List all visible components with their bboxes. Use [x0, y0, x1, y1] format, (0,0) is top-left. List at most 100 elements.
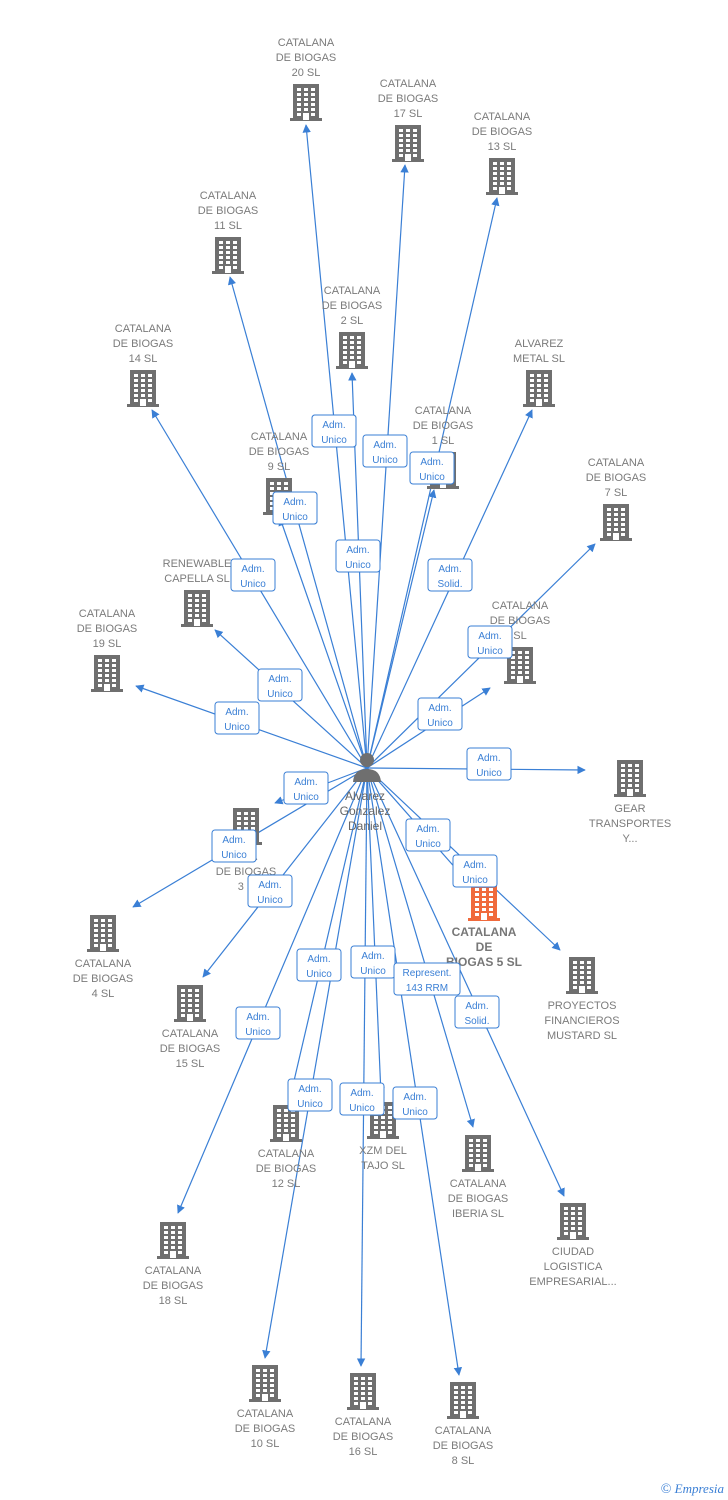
edge-ciudad: [366, 767, 565, 1197]
company-name-line: CATALANA: [452, 925, 517, 939]
edge-label-text: Unico: [282, 512, 308, 523]
person-name-line: Daniel: [348, 819, 382, 833]
edge-label-text: Unico: [477, 646, 503, 657]
company-name-line: METAL SL: [513, 353, 565, 365]
company-name-line: BIOGAS 5 SL: [446, 955, 522, 969]
edge-label-text: Adm.: [416, 824, 439, 835]
edge-label-text: Adm.: [420, 457, 443, 468]
company-name-line: 17 SL: [394, 108, 423, 120]
company-name-line: TAJO SL: [361, 1160, 405, 1172]
edge-label-text: Unico: [224, 722, 250, 733]
edge-label-text: Adm.: [246, 1012, 269, 1023]
company-name-line: CATALANA: [492, 600, 549, 612]
edge-label-proyectos: Adm.Unico: [405, 818, 451, 852]
edge-cb16: [356, 767, 368, 1367]
edge-label-text: Adm.: [428, 703, 451, 714]
company-name-line: LOGISTICA: [544, 1261, 603, 1273]
company-name-line: CATALANA: [278, 37, 335, 49]
company-name-line: DE BIOGAS: [73, 973, 134, 985]
company-name-line: IBERIA SL: [452, 1208, 504, 1220]
edge-label-text: Solid.: [437, 579, 462, 590]
company-name-line: 9 SL: [268, 461, 291, 473]
edge-label-text: Adm.: [478, 631, 501, 642]
building-icon: [249, 1365, 281, 1402]
edge-label-cb12: Adm.Unico: [287, 1078, 333, 1112]
building-icon: [290, 84, 322, 121]
company-name-line: Y...: [622, 833, 637, 845]
edge-label-text: Unico: [240, 579, 266, 590]
copyright-icon: ©: [660, 1482, 672, 1497]
edge-label-text: Unico: [462, 875, 488, 886]
company-name-line: DE: [476, 940, 493, 954]
company-name-line: CATALANA: [75, 958, 132, 970]
building-icon: [504, 647, 536, 684]
edge-label-text: Adm.: [403, 1092, 426, 1103]
brand-name: Empresia: [674, 1481, 724, 1496]
company-name-line: 7 SL: [605, 487, 628, 499]
edges-layer: [132, 124, 596, 1376]
company-node-gear[interactable]: GEARTRANSPORTESY...: [589, 760, 671, 845]
edge-label-cb15: Adm.Unico: [247, 874, 293, 908]
edge-label-text: Adm.: [373, 440, 396, 451]
edge-label-cb1: Adm.Unico: [409, 451, 455, 485]
company-name-line: CATALANA: [415, 405, 472, 417]
company-name-line: TRANSPORTES: [589, 818, 671, 830]
edge-label-cb14: Adm.Unico: [230, 558, 276, 592]
company-name-line: DE BIOGAS: [276, 52, 337, 64]
footer-brand[interactable]: © Empresia: [661, 1481, 724, 1498]
building-icon: [557, 1203, 589, 1240]
company-name-line: 2 SL: [341, 315, 364, 327]
company-name-line: CATALANA: [335, 1416, 392, 1428]
edge-label-text: Unico: [267, 689, 293, 700]
edge-label-text: Adm.: [225, 707, 248, 718]
edge-label-cb9: Adm.Unico: [272, 491, 318, 525]
company-name-line: DE BIOGAS: [472, 126, 533, 138]
edge-iberia: [366, 767, 475, 1128]
edge-label-text: Unico: [427, 718, 453, 729]
edge-cb18: [177, 767, 368, 1214]
edge-label-text: Adm.: [322, 420, 345, 431]
company-name-line: DE BIOGAS: [198, 205, 259, 217]
building-icon: [614, 760, 646, 797]
edge-label-text: Unico: [372, 455, 398, 466]
company-name-line: RENEWABLE: [163, 558, 232, 570]
company-node-ciudad[interactable]: CIUDADLOGISTICAEMPRESARIAL...: [529, 1203, 617, 1288]
company-name-line: 18 SL: [159, 1295, 188, 1307]
company-name-line: CATALANA: [251, 431, 308, 443]
edge-label-text: Adm.: [307, 954, 330, 965]
company-name-line: CATALANA: [145, 1265, 202, 1277]
company-name-line: DE BIOGAS: [433, 1440, 494, 1452]
edge-label-text: Unico: [321, 435, 347, 446]
edge-label-text: Unico: [257, 895, 283, 906]
company-name-line: FINANCIEROS: [544, 1015, 619, 1027]
building-icon: [181, 590, 213, 627]
edge-label-text: Adm.: [222, 835, 245, 846]
company-name-line: CATALANA: [79, 608, 136, 620]
edge-label-ciudad: Adm.Solid.: [454, 995, 500, 1029]
edge-label-alvarez: Adm.Solid.: [427, 558, 473, 592]
company-name-line: DE BIOGAS: [586, 472, 647, 484]
